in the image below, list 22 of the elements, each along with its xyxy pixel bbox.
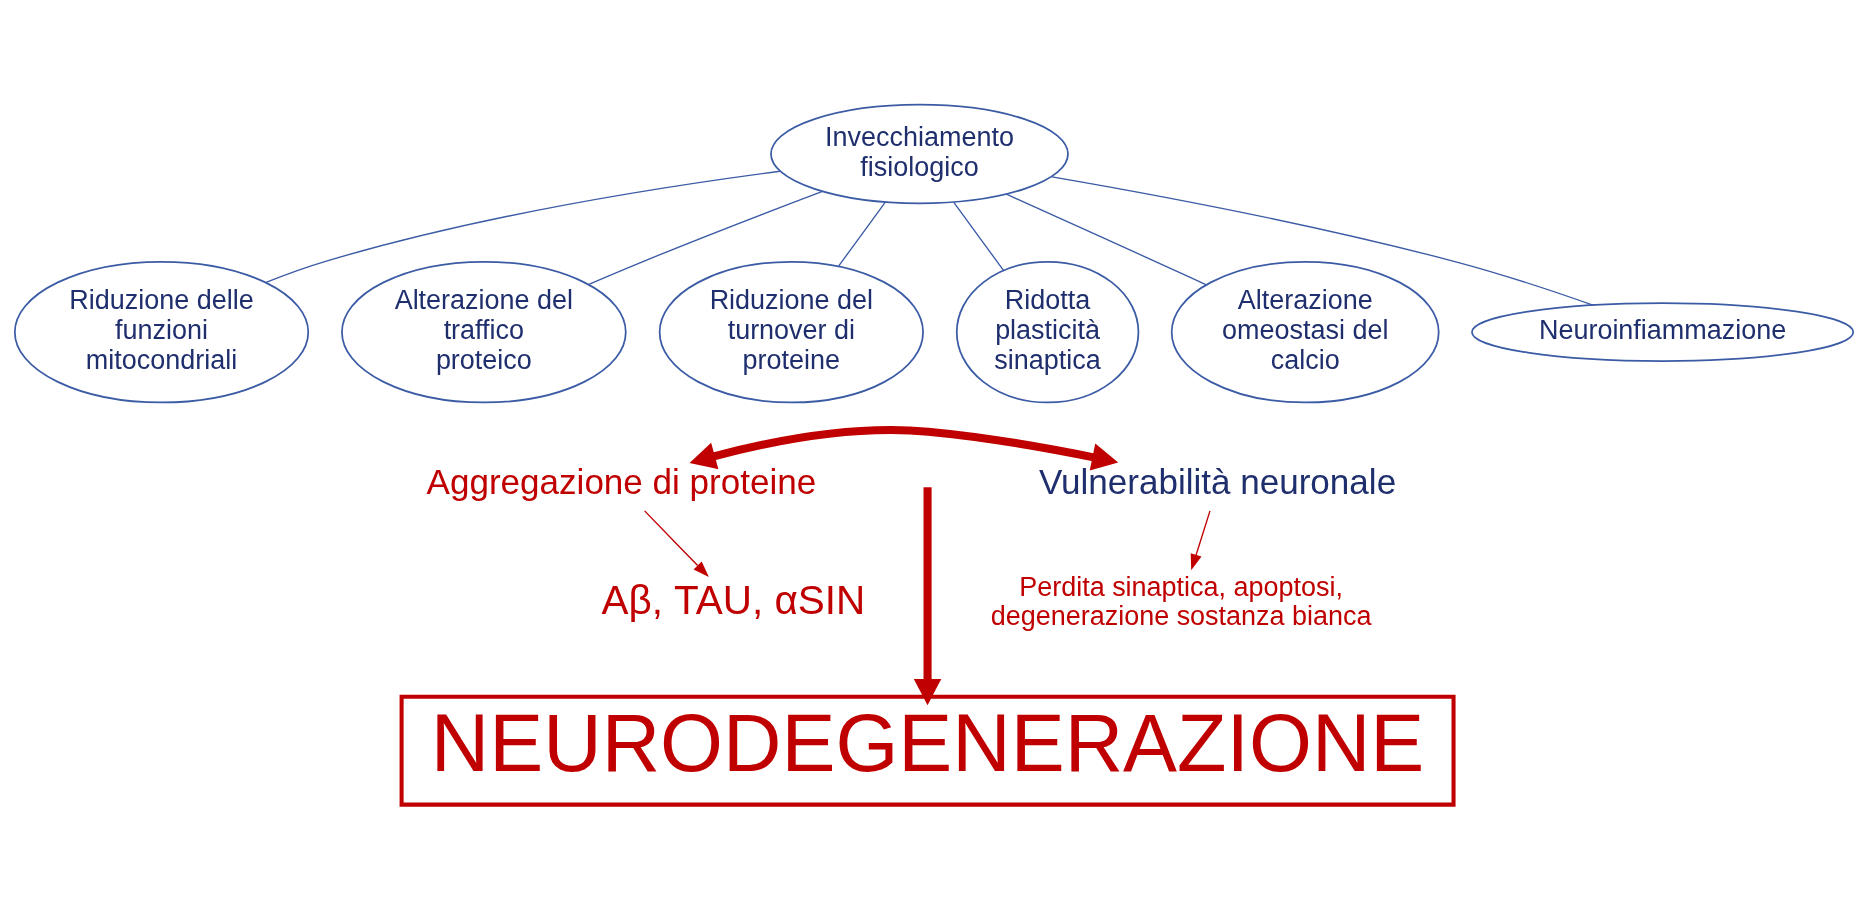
node-ellipse: Alterazione omeostasi del calcio — [1170, 260, 1440, 404]
arrow — [643, 510, 709, 578]
arrow — [689, 426, 1119, 471]
node-ellipse: Alterazione del traffico proteico — [341, 260, 627, 404]
connector — [838, 201, 886, 267]
node-box: NEURODEGENERAZIONE — [399, 694, 1456, 807]
node-text: Perdita sinaptica, apoptosi, degenerazione sostanza bianca — [990, 571, 1372, 632]
node-text: Aβ, TAU, αSIN — [601, 576, 866, 623]
node-text: Vulnerabilità neuronale — [1038, 462, 1397, 502]
node-ellipse: Riduzione del turnover di proteine — [658, 260, 924, 404]
arrow — [913, 487, 942, 706]
node-text: Aggregazione di proteine — [426, 462, 817, 502]
connector — [1051, 176, 1595, 306]
arrow — [1190, 510, 1211, 571]
connector — [588, 191, 823, 286]
connector — [1005, 193, 1207, 286]
node-ellipse: Ridotta plasticità sinaptica — [955, 260, 1140, 404]
connector — [265, 170, 781, 284]
node-ellipse: Invecchiamento fisiologico — [770, 103, 1069, 205]
node-ellipse: Neuroinfiammazione — [1471, 302, 1855, 362]
connector — [953, 201, 1005, 272]
node-ellipse: Riduzione delle funzioni mitocondriali — [13, 260, 310, 404]
